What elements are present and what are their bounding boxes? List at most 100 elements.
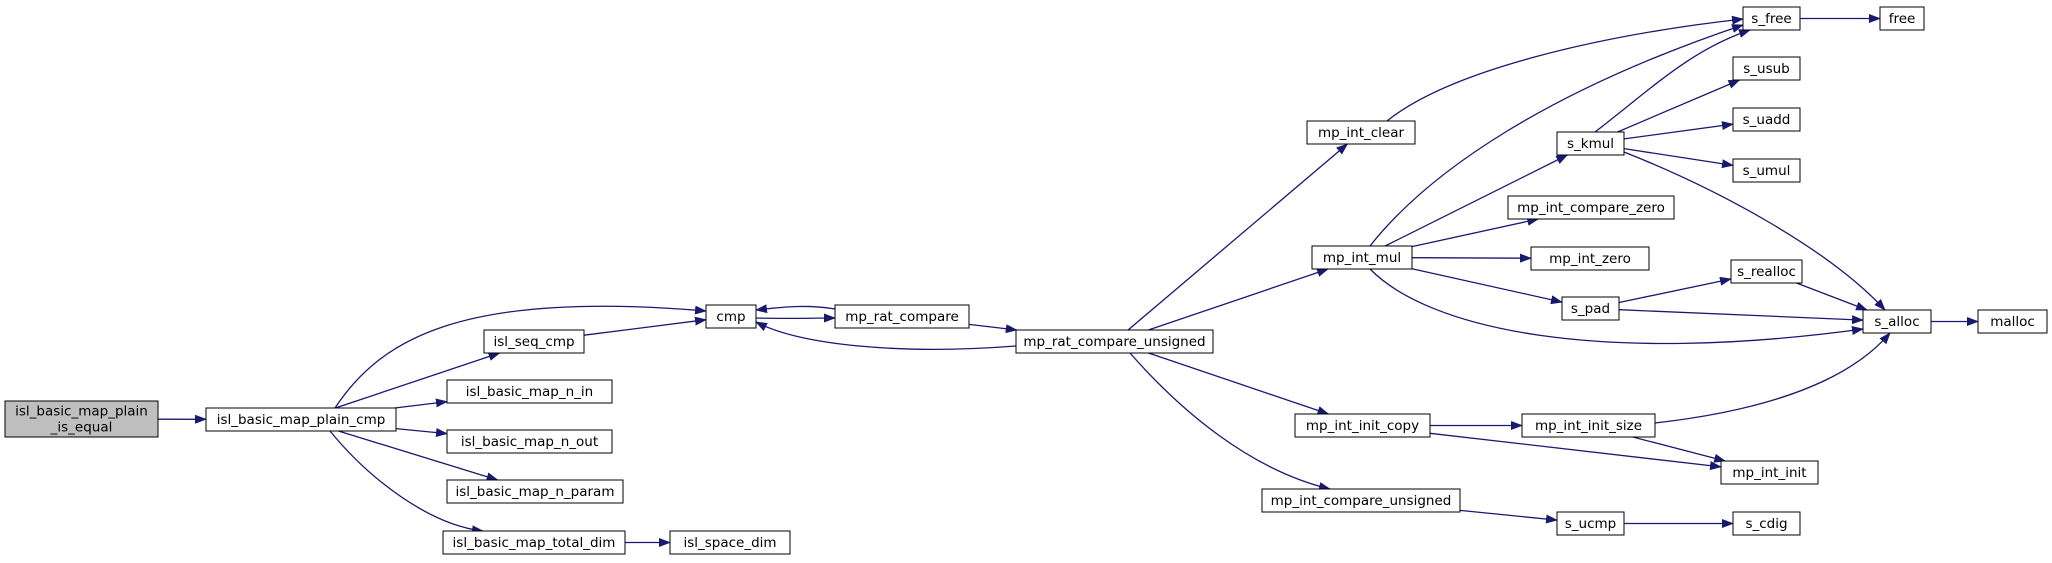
node-label: mp_int_mul bbox=[1323, 250, 1401, 266]
node-box bbox=[483, 329, 585, 354]
edge-int_mul-to-int_compare_zero bbox=[1411, 216, 1540, 248]
edge-s_realloc-to-s_alloc bbox=[1796, 282, 1868, 311]
node-box bbox=[1311, 245, 1413, 270]
edge-rat_compare_unsigned-to-cmp bbox=[755, 321, 1017, 350]
node-label: isl_basic_map_n_param bbox=[456, 484, 615, 500]
node-s-free[interactable]: s_free bbox=[1742, 6, 1801, 31]
node-label: isl_seq_cmp bbox=[493, 334, 574, 350]
node-label: s_usub bbox=[1743, 61, 1790, 77]
edge-s_kmul-to-s_usub bbox=[1617, 79, 1741, 133]
node-box bbox=[1879, 6, 1925, 31]
edge-int_init_size-to-int_init bbox=[1632, 436, 1727, 463]
edge-rat_compare-to-rat_compare_unsigned bbox=[968, 323, 1018, 334]
edge-int_mul-to-int_zero bbox=[1411, 253, 1532, 263]
node-free[interactable]: free bbox=[1879, 6, 1925, 31]
node-box bbox=[669, 530, 791, 555]
node-s-uadd[interactable]: s_uadd bbox=[1732, 107, 1801, 132]
node-box bbox=[1732, 158, 1801, 183]
node-int-init-copy[interactable]: mp_int_init_copy bbox=[1294, 413, 1431, 438]
node-int-mul[interactable]: mp_int_mul bbox=[1311, 245, 1413, 270]
node-rat-compare-unsigned[interactable]: mp_rat_compare_unsigned bbox=[1015, 329, 1214, 354]
node-box bbox=[205, 407, 397, 432]
node-box bbox=[446, 379, 613, 404]
node-n-out[interactable]: isl_basic_map_n_out bbox=[446, 429, 613, 454]
node-seq-cmp[interactable]: isl_seq_cmp bbox=[483, 329, 585, 354]
node-label: _is_equal bbox=[50, 420, 113, 436]
node-total-dim[interactable]: isl_basic_map_total_dim bbox=[442, 530, 626, 555]
node-box bbox=[1977, 309, 2048, 334]
edge-int_mul-to-s_pad bbox=[1411, 268, 1563, 305]
node-s-cdig[interactable]: s_cdig bbox=[1732, 511, 1801, 536]
node-label: isl_basic_map_plain_cmp bbox=[217, 412, 386, 428]
node-box bbox=[1261, 488, 1461, 513]
node-label: s_realloc bbox=[1737, 264, 1796, 280]
edge-plain_cmp-to-n_param bbox=[338, 430, 499, 482]
node-box bbox=[1294, 413, 1431, 438]
edge-seq_cmp-to-cmp bbox=[583, 316, 707, 336]
node-box bbox=[1015, 329, 1214, 354]
edge-rat_compare_unsigned-to-int_compare_unsigned bbox=[1129, 352, 1331, 491]
node-s-kmul[interactable]: s_kmul bbox=[1556, 131, 1625, 156]
node-s-usub[interactable]: s_usub bbox=[1732, 56, 1801, 81]
edge-plain_cmp-to-seq_cmp bbox=[335, 352, 501, 409]
node-label: mp_int_compare_unsigned bbox=[1271, 493, 1452, 509]
node-int-clear[interactable]: mp_int_clear bbox=[1306, 120, 1416, 145]
node-int-compare-zero[interactable]: mp_int_compare_zero bbox=[1507, 195, 1675, 220]
edge-int_compare_unsigned-to-s_ucmp bbox=[1459, 509, 1558, 524]
edge-plain_cmp-to-n_in bbox=[394, 398, 448, 409]
edge-s_pad-to-s_realloc bbox=[1618, 276, 1732, 304]
node-box bbox=[442, 530, 626, 555]
node-rat-compare[interactable]: mp_rat_compare bbox=[834, 304, 970, 329]
edge-int_mul-to-s_alloc bbox=[1369, 268, 1864, 345]
node-s-umul[interactable]: s_umul bbox=[1732, 158, 1801, 183]
node-label: s_uadd bbox=[1743, 112, 1791, 128]
node-malloc[interactable]: malloc bbox=[1977, 309, 2048, 334]
node-label: s_free bbox=[1751, 11, 1791, 27]
edge-rat_compare_unsigned-to-int_clear bbox=[1127, 143, 1349, 331]
node-box bbox=[1732, 511, 1801, 536]
node-label: mp_int_init_copy bbox=[1306, 418, 1419, 434]
node-space-dim[interactable]: isl_space_dim bbox=[669, 530, 791, 555]
node-label: s_pad bbox=[1571, 301, 1610, 317]
node-box bbox=[1732, 56, 1801, 81]
edge-plain_cmp-to-total_dim bbox=[329, 430, 484, 535]
node-s-realloc[interactable]: s_realloc bbox=[1730, 259, 1803, 284]
node-label: mp_rat_compare_unsigned bbox=[1023, 334, 1205, 350]
edge-s_pad-to-s_alloc bbox=[1618, 309, 1864, 325]
node-label: isl_basic_map_plain bbox=[15, 404, 148, 420]
node-label: mp_rat_compare bbox=[845, 309, 959, 325]
node-plain-cmp[interactable]: isl_basic_map_plain_cmp bbox=[205, 407, 397, 432]
node-label: mp_int_zero bbox=[1549, 251, 1631, 267]
edge-int_init_size-to-s_alloc bbox=[1654, 332, 1891, 424]
node-box bbox=[705, 304, 757, 329]
node-box bbox=[1306, 120, 1416, 145]
node-box bbox=[1862, 309, 1932, 334]
node-box bbox=[446, 429, 613, 454]
node-label: mp_int_compare_zero bbox=[1517, 200, 1665, 216]
node-int-init-size[interactable]: mp_int_init_size bbox=[1521, 413, 1656, 438]
node-s-ucmp[interactable]: s_ucmp bbox=[1556, 511, 1625, 536]
node-int-zero[interactable]: mp_int_zero bbox=[1530, 246, 1650, 271]
node-cmp[interactable]: cmp bbox=[705, 304, 757, 329]
node-label: s_kmul bbox=[1567, 136, 1614, 152]
node-box bbox=[834, 304, 970, 329]
node-int-init[interactable]: mp_int_init bbox=[1720, 460, 1819, 485]
node-label: s_ucmp bbox=[1565, 516, 1616, 532]
node-s-alloc[interactable]: s_alloc bbox=[1862, 309, 1932, 334]
node-root[interactable]: isl_basic_map_plain_is_equal bbox=[4, 400, 159, 438]
node-label: free bbox=[1889, 11, 1916, 27]
node-label: isl_basic_map_total_dim bbox=[453, 535, 616, 551]
node-n-param[interactable]: isl_basic_map_n_param bbox=[446, 479, 624, 504]
node-int-compare-unsigned[interactable]: mp_int_compare_unsigned bbox=[1261, 488, 1461, 513]
node-box bbox=[446, 479, 624, 504]
node-label: malloc bbox=[1990, 314, 2035, 330]
node-box bbox=[1720, 460, 1819, 485]
edge-s_kmul-to-s_umul bbox=[1623, 147, 1734, 169]
node-label: mp_int_init_size bbox=[1535, 418, 1642, 434]
node-n-in[interactable]: isl_basic_map_n_in bbox=[446, 379, 613, 404]
node-label: s_cdig bbox=[1745, 516, 1787, 532]
edge-rat_compare-to-cmp bbox=[755, 304, 836, 314]
node-box bbox=[1561, 296, 1620, 321]
node-s-pad[interactable]: s_pad bbox=[1561, 296, 1620, 321]
